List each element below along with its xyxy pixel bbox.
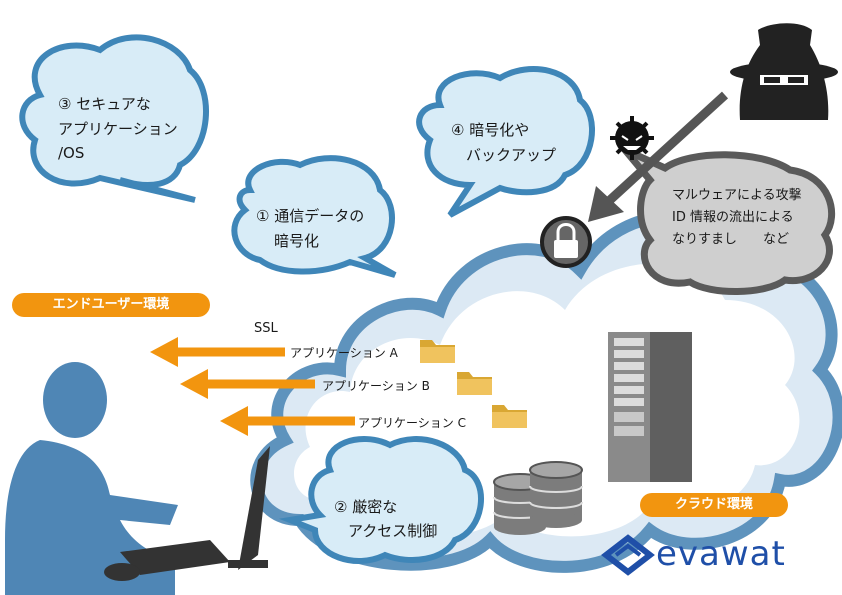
ssl-arrow-a [150,337,285,367]
lock-icon [540,216,592,268]
bubble-threat [622,146,836,295]
app-c-label: アプリケーション C [358,416,466,430]
bubble-secure-app-line3: /OS [58,144,85,162]
attack-arrow [588,91,729,222]
brand-name: evawat [656,534,786,574]
folder-icon-c [492,405,527,428]
bubble-secure-app-line2: アプリケーション [58,120,178,138]
threat-line3: なりすまし など [672,232,790,247]
ssl-label: SSL [254,321,278,336]
evawat-logo-icon [601,534,655,576]
database-icon [493,461,583,535]
bubble-encrypt-backup [416,66,595,218]
server-icon [608,332,692,482]
bubble-secure-app [19,34,209,203]
bubble-access-control-line1: ② 厳密な [334,498,398,516]
bubble-encrypt-backup-line1: ④ 暗号化や [451,121,530,139]
hacker-icon [730,23,838,120]
bubble-encrypt-backup-line2: バックアップ [466,146,557,164]
threat-line2: ID 情報の流出による [672,210,794,225]
bubble-secure-app-line1: ③ セキュアな [58,95,151,113]
cloud-badge: クラウド環境 [640,493,788,517]
app-a-label: アプリケーション A [290,346,398,360]
bubble-access-control-line2: アクセス制御 [348,522,438,540]
bubble-encrypt-comm-line2: 暗号化 [274,232,320,250]
mouse-icon [104,563,140,581]
end-user-badge: エンドユーザー環境 [12,293,210,317]
threat-line1: マルウェアによる攻撃 [672,188,802,203]
app-b-label: アプリケーション B [322,379,430,393]
malware-icon [610,116,654,160]
bubble-access-control [278,436,484,564]
bubble-encrypt-comm [231,155,397,278]
folder-icon-b [457,372,492,395]
monitor-icon [120,446,270,575]
bubble-encrypt-comm-line1: ① 通信データの [256,207,365,225]
folder-icon-a [420,340,455,363]
ssl-arrow-c [220,406,355,436]
ssl-arrow-b [180,369,315,399]
